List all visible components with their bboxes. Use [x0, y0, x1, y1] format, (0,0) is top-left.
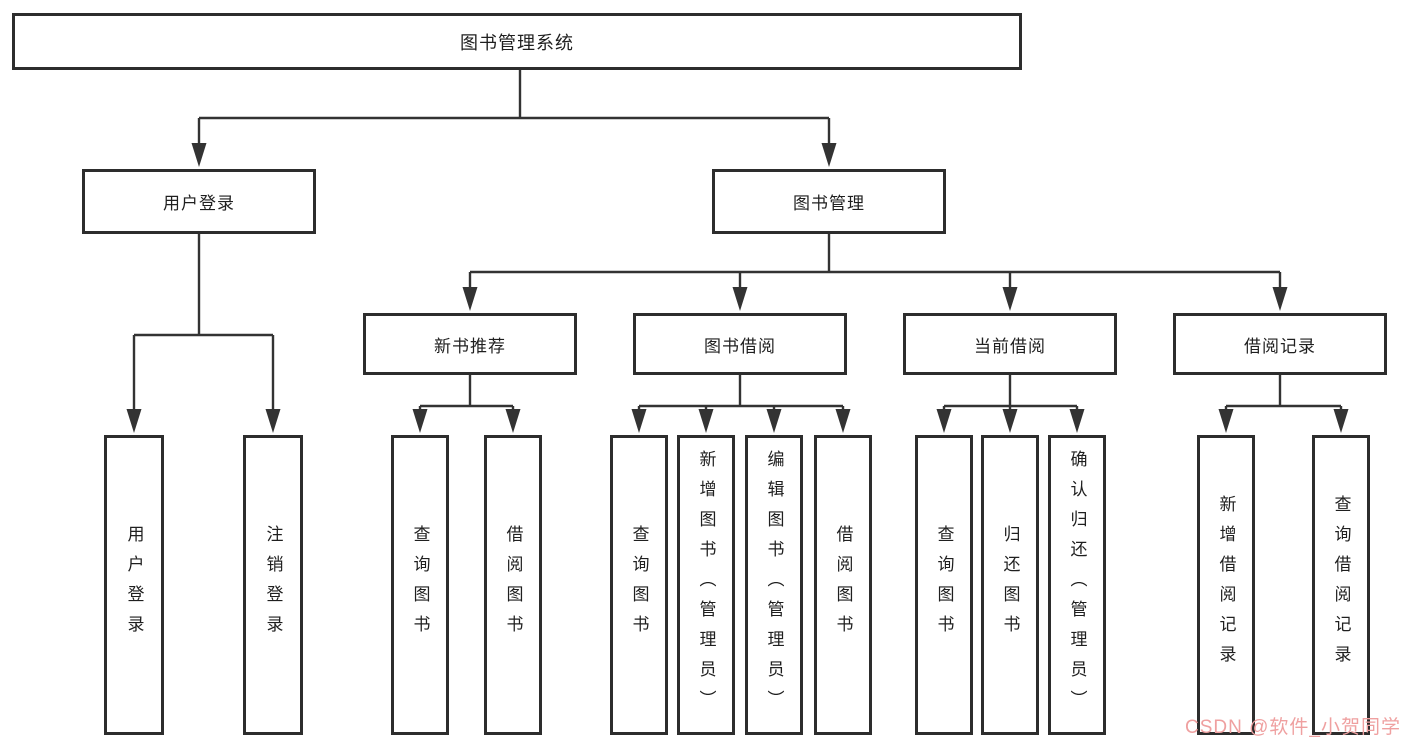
node-label: 借阅图书	[833, 525, 853, 645]
leaf-edit-book-admin: 编辑图书（管理员）	[745, 435, 803, 735]
node-label: 借阅记录	[1244, 336, 1316, 356]
leaf-borrow-book: 借阅图书	[814, 435, 872, 735]
node-label: 注销登录	[263, 525, 283, 645]
leaf-query-book-current: 查询图书	[915, 435, 973, 735]
node-label: 编辑图书（管理员）	[764, 450, 784, 720]
leaf-add-book-admin: 新增图书（管理员）	[677, 435, 735, 735]
node-book-management: 图书管理	[712, 169, 946, 234]
node-label: 查询图书	[629, 525, 649, 645]
leaf-query-borrow-record: 查询借阅记录	[1312, 435, 1370, 735]
leaf-borrow-book-recommend: 借阅图书	[484, 435, 542, 735]
node-label: 确认归还（管理员）	[1067, 450, 1087, 720]
leaf-confirm-return-admin: 确认归还（管理员）	[1048, 435, 1106, 735]
node-label: 借阅图书	[503, 525, 523, 645]
node-label: 查询借阅记录	[1331, 495, 1351, 675]
node-user-login: 用户登录	[82, 169, 316, 234]
leaf-query-book-recommend: 查询图书	[391, 435, 449, 735]
node-label: 新书推荐	[434, 336, 506, 356]
node-book-borrow: 图书借阅	[633, 313, 847, 375]
csdn-watermark: CSDN @软件_小贺同学	[1185, 717, 1401, 738]
node-label: 新增图书（管理员）	[696, 450, 716, 720]
leaf-logout: 注销登录	[243, 435, 303, 735]
leaf-return-book: 归还图书	[981, 435, 1039, 735]
node-label: 用户登录	[124, 525, 144, 645]
node-label: 当前借阅	[974, 336, 1046, 356]
node-new-book-recommend: 新书推荐	[363, 313, 577, 375]
node-label: 用户登录	[163, 194, 235, 213]
node-label: 新增借阅记录	[1216, 495, 1236, 675]
node-library-system: 图书管理系统	[12, 13, 1022, 70]
node-label: 图书借阅	[704, 336, 776, 356]
node-current-borrow: 当前借阅	[903, 313, 1117, 375]
node-label: 查询图书	[934, 525, 954, 645]
node-label: 查询图书	[410, 525, 430, 645]
leaf-query-book-borrow: 查询图书	[610, 435, 668, 735]
node-label: 归还图书	[1000, 525, 1020, 645]
node-borrow-record: 借阅记录	[1173, 313, 1387, 375]
node-label: 图书管理系统	[460, 32, 574, 53]
leaf-add-borrow-record: 新增借阅记录	[1197, 435, 1255, 735]
node-label: 图书管理	[793, 194, 865, 213]
leaf-user-login: 用户登录	[104, 435, 164, 735]
